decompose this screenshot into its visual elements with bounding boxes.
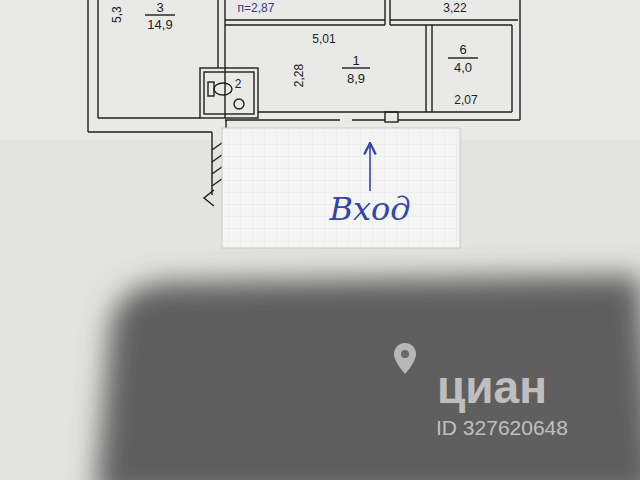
dimension-label: 2,07: [454, 94, 477, 107]
room-number: 3,22: [443, 2, 466, 15]
handwritten-note: Вход: [329, 192, 410, 227]
room-number: 1: [352, 54, 359, 68]
note-text: Вход: [305, 190, 435, 234]
room-area: 4,0: [454, 61, 472, 75]
room-number: 3: [156, 1, 163, 15]
room: 3,22: [391, 0, 511, 19]
room-number: 2: [235, 78, 242, 91]
room-number: п=2,87: [238, 2, 275, 15]
room-area: 8,9: [347, 72, 365, 86]
bathroom: 2: [205, 73, 253, 113]
entrance-arrow: [369, 143, 371, 191]
dimension-label: 2,28: [293, 64, 306, 87]
watermark-id: ID 327620648: [436, 416, 568, 439]
room: п=2,87: [226, 0, 384, 19]
watermark: циан: [437, 362, 547, 413]
dimension-label: 5,3: [111, 6, 124, 23]
room-number: 6: [459, 43, 466, 57]
room-area: 14,9: [147, 18, 172, 32]
dimension-label: 5,01: [312, 33, 335, 46]
